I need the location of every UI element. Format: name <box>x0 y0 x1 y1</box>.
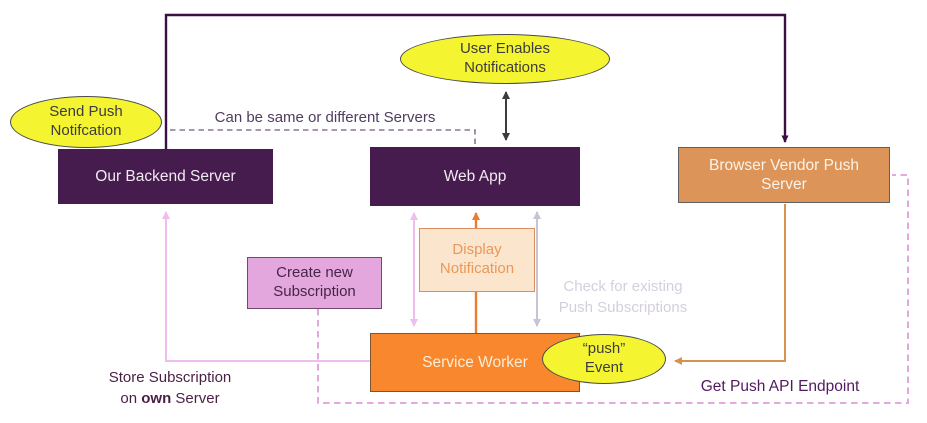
annotation-get-push-api-endpoint: Get Push API Endpoint <box>680 376 880 398</box>
event-push-event: “push” Event <box>542 334 666 384</box>
push-event-line1: “push” <box>582 340 626 358</box>
user-enables-line1: User Enables <box>459 40 551 58</box>
get-push-api-endpoint-text: Get Push API Endpoint <box>700 378 860 395</box>
check-existing-line2: Push Subscriptions <box>558 299 688 316</box>
send-push-notification-label: Send Push Notifcation <box>49 103 122 141</box>
push-event-line2: Event <box>584 359 624 376</box>
store-subscription-server: Server <box>171 390 220 407</box>
node-service-worker: Service Worker <box>370 333 580 392</box>
node-web-app: Web App <box>370 147 580 206</box>
arrow-backend-to-vendor-push <box>164 13 789 149</box>
display-notification-label: Display Notification <box>439 241 515 277</box>
dashed-get-endpoint-line <box>317 174 909 404</box>
arrow-vendor-to-push-event <box>674 204 786 365</box>
browser-vendor-push-server-label: Browser Vendor Push Server <box>709 156 859 193</box>
push-event-label: “push” Event <box>583 340 626 378</box>
send-push-line1: Send Push <box>49 103 123 121</box>
event-user-enables-notifications: User Enables Notifications <box>400 34 610 84</box>
node-display-notification: Display Notification <box>419 228 535 292</box>
create-new-subscription-label: Create new Subscription <box>273 264 356 300</box>
annotation-store-subscription: Store Subscription on own Server <box>70 367 270 409</box>
event-send-push-notification: Send Push Notifcation <box>10 96 162 148</box>
annotation-check-existing-subscriptions: Check for existing Push Subscriptions <box>543 276 703 318</box>
our-backend-server-label: Our Backend Server <box>95 167 236 185</box>
service-worker-label: Service Worker <box>422 353 528 371</box>
node-browser-vendor-push-server: Browser Vendor Push Server <box>678 147 890 203</box>
check-existing-line1: Check for existing <box>563 278 683 295</box>
dashed-same-servers-line <box>170 129 476 145</box>
node-create-new-subscription: Create new Subscription <box>247 257 382 309</box>
node-our-backend-server: Our Backend Server <box>58 149 273 204</box>
same-or-different-text: Can be same or different Servers <box>214 109 436 126</box>
store-subscription-on: on <box>120 390 142 407</box>
send-push-line2: Notifcation <box>50 122 122 139</box>
web-app-label: Web App <box>443 167 507 185</box>
arrow-serviceworker-to-backend <box>162 211 370 362</box>
store-subscription-line1: Store Subscription <box>108 369 232 386</box>
user-enables-notifications-label: User Enables Notifications <box>460 40 550 78</box>
store-subscription-own-bold: own <box>141 390 172 407</box>
annotation-same-or-different-servers: Can be same or different Servers <box>180 107 470 128</box>
user-enables-line2: Notifications <box>464 59 546 76</box>
